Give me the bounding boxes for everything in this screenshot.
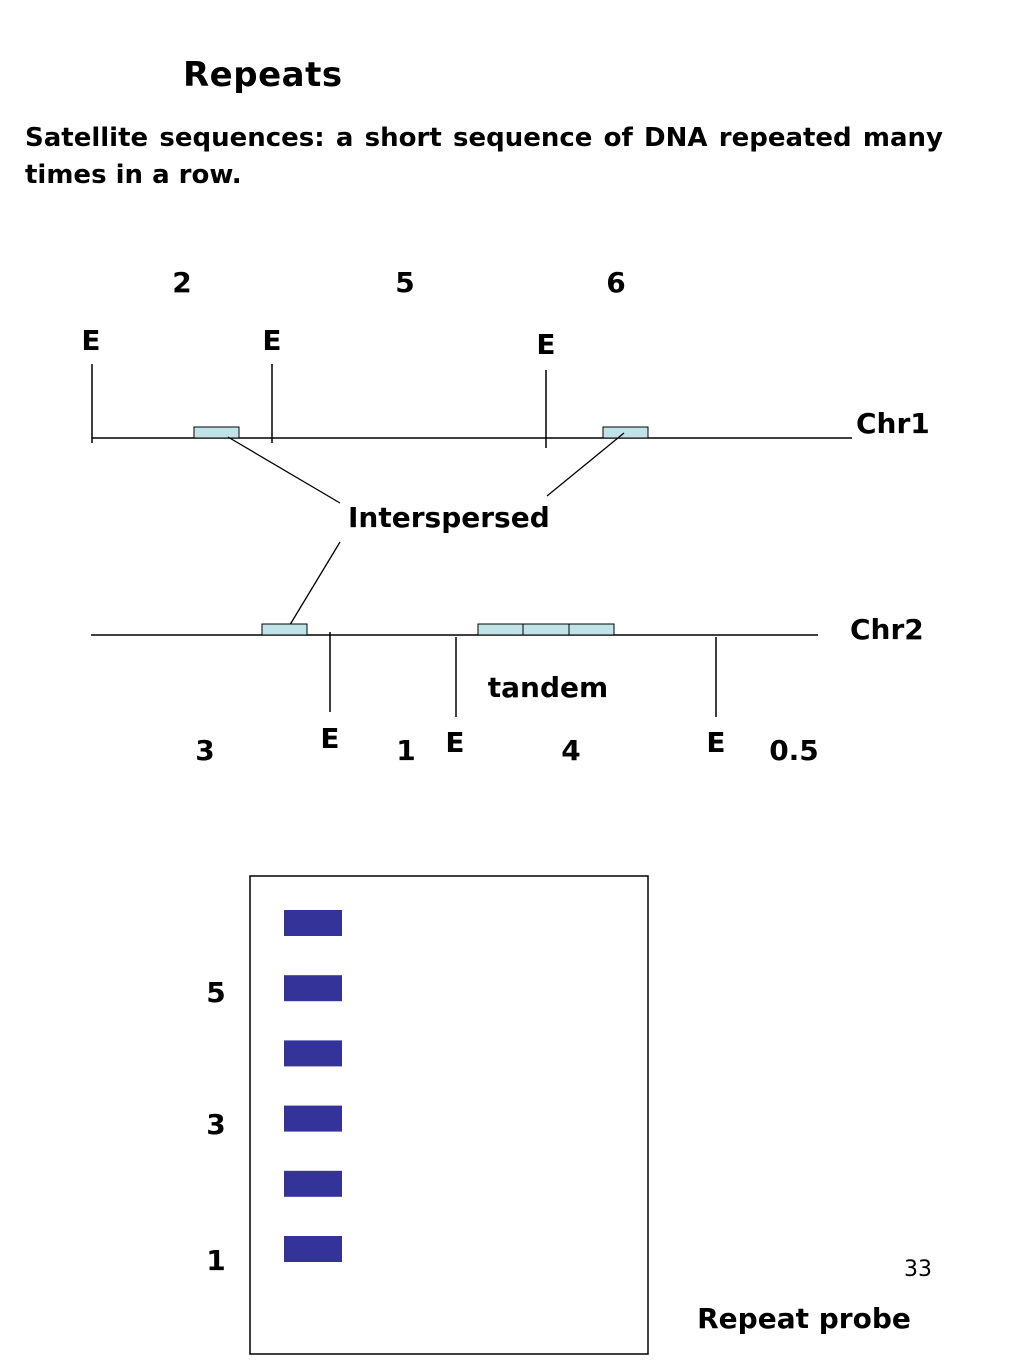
- gel-band: [284, 1040, 342, 1067]
- chr1-enzyme-site-label: E: [536, 328, 555, 361]
- gel-band: [284, 1236, 342, 1262]
- interspersed-connector: [227, 436, 341, 504]
- chr2-label: Chr2: [850, 613, 924, 646]
- interspersed-connector: [546, 432, 625, 497]
- chr2-enzyme-site-label: E: [706, 726, 725, 759]
- slide-title: Repeats: [183, 55, 343, 95]
- chr1-enzyme-site-label: E: [262, 324, 281, 357]
- chr2-fragment-size: 4: [561, 734, 580, 767]
- tandem-label: tandem: [488, 671, 608, 704]
- chr1-enzyme-site-label: E: [81, 324, 100, 357]
- slide-description: Satellite sequences: a short sequence of…: [25, 123, 943, 190]
- gel-frame: [249, 875, 649, 1355]
- chr2-enzyme-site-label: E: [320, 722, 339, 755]
- interspersed-connector: [284, 541, 341, 634]
- gel-size-marker: 5: [206, 976, 225, 1009]
- chr2-fragment-size: 0.5: [769, 734, 819, 767]
- chr2-fragment-size: 3: [195, 734, 214, 767]
- gel-band: [284, 910, 342, 936]
- interspersed-repeat-box: [602, 426, 649, 439]
- gel-band: [284, 1170, 342, 1197]
- gel-size-marker: 1: [206, 1244, 225, 1277]
- gel-size-marker: 3: [206, 1108, 225, 1141]
- interspersed-repeat-box: [261, 623, 308, 636]
- chr1-fragment-size: 6: [606, 266, 625, 299]
- tandem-repeat-box: [477, 623, 524, 636]
- page-number: 33: [904, 1257, 932, 1282]
- chr2-enzyme-site-label: E: [445, 726, 464, 759]
- chr1-fragment-size: 2: [172, 266, 191, 299]
- tandem-repeat-box: [568, 623, 615, 636]
- interspersed-repeat-box: [193, 426, 240, 439]
- chr1-label: Chr1: [856, 407, 930, 440]
- chr1-fragment-size: 5: [395, 266, 414, 299]
- gel-bands: [284, 910, 342, 1262]
- tandem-repeat-box: [522, 623, 570, 636]
- gel-band: [284, 1105, 342, 1132]
- probe-label: Repeat probe: [697, 1302, 911, 1335]
- gel-band: [284, 975, 342, 1002]
- interspersed-label: Interspersed: [348, 501, 550, 534]
- chr2-fragment-size: 1: [396, 734, 415, 767]
